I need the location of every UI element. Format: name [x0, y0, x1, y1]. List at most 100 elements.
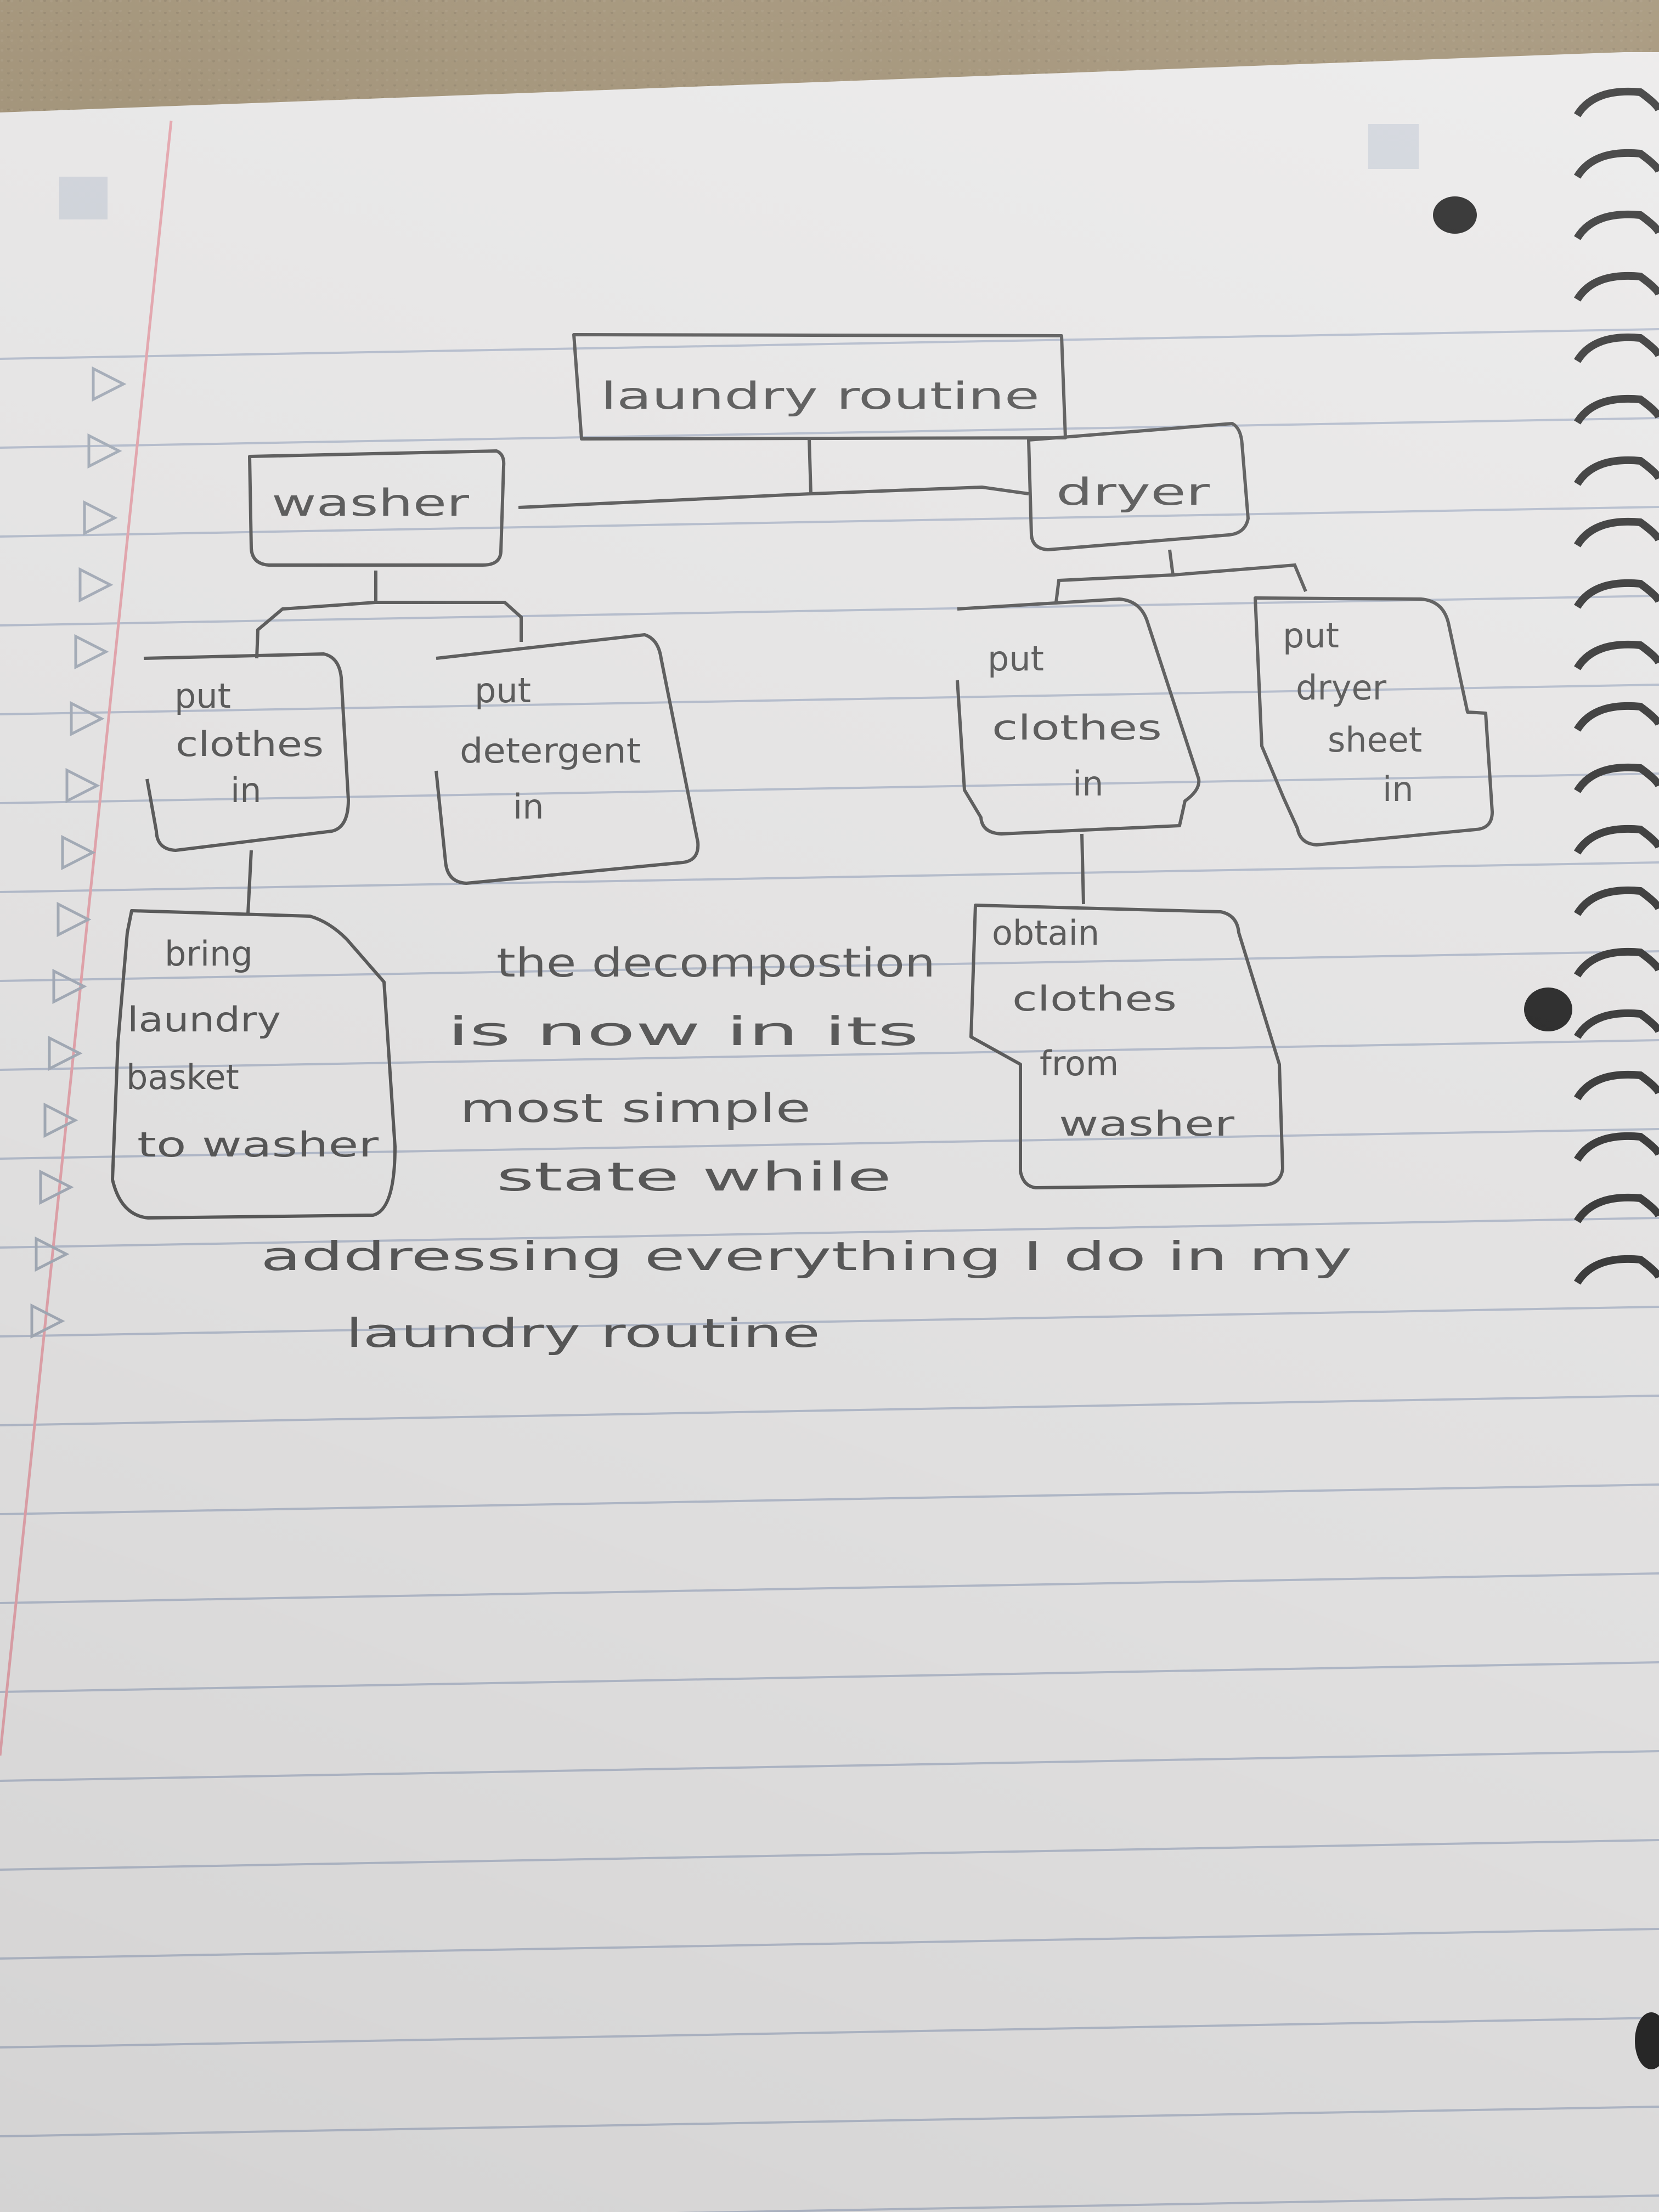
note-line-1: the decompostion [496, 940, 935, 986]
margin-triangle [35, 1236, 70, 1272]
dryer-grandchild-line-2: clothes [1012, 979, 1177, 1019]
ruled-line [0, 1039, 1659, 1071]
washer-put-detergent-box [435, 633, 700, 885]
spiral-coil [1573, 272, 1659, 302]
margin-triangle [70, 701, 105, 737]
note-line-4: state while [496, 1154, 891, 1200]
spiral-coil [1573, 947, 1659, 978]
ruled-line [675, 2194, 1659, 2212]
dryer-children-connector [1054, 549, 1307, 603]
note-line-3: most simple [460, 1085, 811, 1131]
margin-triangle [83, 500, 118, 536]
spiral-binding [1573, 87, 1659, 1285]
dryer-put-sheet-box [1254, 596, 1494, 847]
spiral-coil [1573, 886, 1659, 916]
spiral-coil [1573, 579, 1659, 609]
spiral-coil [1573, 702, 1659, 732]
margin-triangle [57, 901, 92, 938]
ruled-line [0, 684, 1659, 715]
margin-triangle [74, 634, 109, 670]
spiral-coil [1573, 87, 1659, 117]
dryer-sheet-line-4: in [1383, 769, 1414, 809]
ruled-line [0, 1928, 1659, 1960]
note-line-2: is now in its [447, 1008, 919, 1054]
margin-triangle [78, 567, 114, 603]
punch-hole-bottom [1635, 2012, 1659, 2069]
dryer-grandchild-line-4: washer [1059, 1104, 1235, 1144]
spiral-coil [1573, 456, 1659, 486]
ruled-line [0, 1395, 1659, 1426]
washer-detergent-line-2: detergent [460, 731, 641, 771]
spiral-coil [1573, 333, 1659, 363]
root-dryer-connector [810, 485, 1029, 495]
dryer-grandchild-line-3: from [1040, 1043, 1119, 1084]
margin-triangle [61, 834, 96, 871]
root-label: laundry routine [601, 375, 1040, 418]
ruled-line [0, 1483, 1659, 1515]
dryer-put-clothes-box [956, 597, 1201, 836]
ruled-line [0, 595, 1659, 627]
ruled-line [0, 861, 1659, 893]
ruled-line [0, 1661, 1659, 1693]
washer-detergent-line-1: put [475, 670, 531, 710]
dryer-sheet-line-1: put [1283, 616, 1339, 656]
ruled-lines [0, 328, 1659, 2212]
corner-mark-left [59, 177, 108, 219]
washer-grandchild-line-3: basket [126, 1057, 239, 1097]
spiral-coil [1573, 1193, 1659, 1223]
dryer-sheet-line-3: sheet [1328, 720, 1422, 760]
ruled-line [0, 772, 1659, 804]
dryer-clothes-line-1: put [988, 639, 1044, 679]
margin-triangles [30, 366, 127, 1339]
washer-grandchild-line-1: bring [165, 934, 253, 974]
ruled-line [0, 2017, 1659, 2049]
margin-triangle [52, 968, 87, 1005]
ruled-line [0, 417, 1659, 449]
washer-detergent-line-3: in [513, 787, 544, 827]
notebook-page [0, 52, 1659, 2212]
punch-hole-middle [1524, 988, 1572, 1031]
washer-clothes-line-3: in [230, 770, 262, 810]
washer-label: washer [272, 482, 469, 525]
spiral-coil [1573, 210, 1659, 240]
margin-triangle [43, 1102, 78, 1138]
dryer-grandchild-line-1: obtain [992, 913, 1099, 953]
dryer-clothes-line-2: clothes [992, 708, 1162, 748]
spiral-coil [1573, 1009, 1659, 1039]
dryer-sheet-line-2: dryer [1296, 668, 1387, 708]
spiral-coil [1573, 825, 1659, 855]
dryer-box [1027, 422, 1250, 551]
dryer-label: dryer [1056, 471, 1210, 514]
margin-triangle [87, 433, 122, 469]
washer-children-connector [255, 571, 523, 659]
punch-hole-top [1433, 196, 1477, 234]
spiral-coil [1573, 394, 1659, 425]
ruled-line [0, 1217, 1659, 1249]
dryer-grandchild-box [969, 904, 1284, 1189]
washer-grandchild-line-2: laundry [127, 1000, 281, 1040]
margin-triangle [92, 366, 127, 402]
ruled-line [0, 1572, 1659, 1604]
ruled-line [0, 506, 1659, 538]
washer-grandchild-box [111, 909, 397, 1220]
washer-box [248, 449, 506, 567]
dryer-clothes-line-3: in [1073, 764, 1104, 804]
note-line-6: laundry routine [346, 1310, 820, 1356]
ruled-line [0, 328, 1659, 360]
washer-clothes-line-2: clothes [176, 724, 324, 764]
margin-triangle [39, 1169, 74, 1205]
washer-grandchild-connector [246, 850, 253, 914]
note-line-5: addressing everything I do in my [261, 1233, 1352, 1279]
ruled-line [0, 1750, 1659, 1782]
spiral-coil [1573, 149, 1659, 179]
margin-triangle [30, 1303, 65, 1339]
corner-mark-right [1368, 124, 1419, 169]
root-washer-connector [518, 438, 813, 509]
margin-line [0, 120, 173, 1756]
spiral-coil [1573, 1070, 1659, 1101]
margin-triangle [65, 768, 100, 804]
spiral-coil [1573, 1255, 1659, 1285]
washer-put-clothes-box [143, 652, 350, 852]
ruled-line [0, 1128, 1659, 1160]
